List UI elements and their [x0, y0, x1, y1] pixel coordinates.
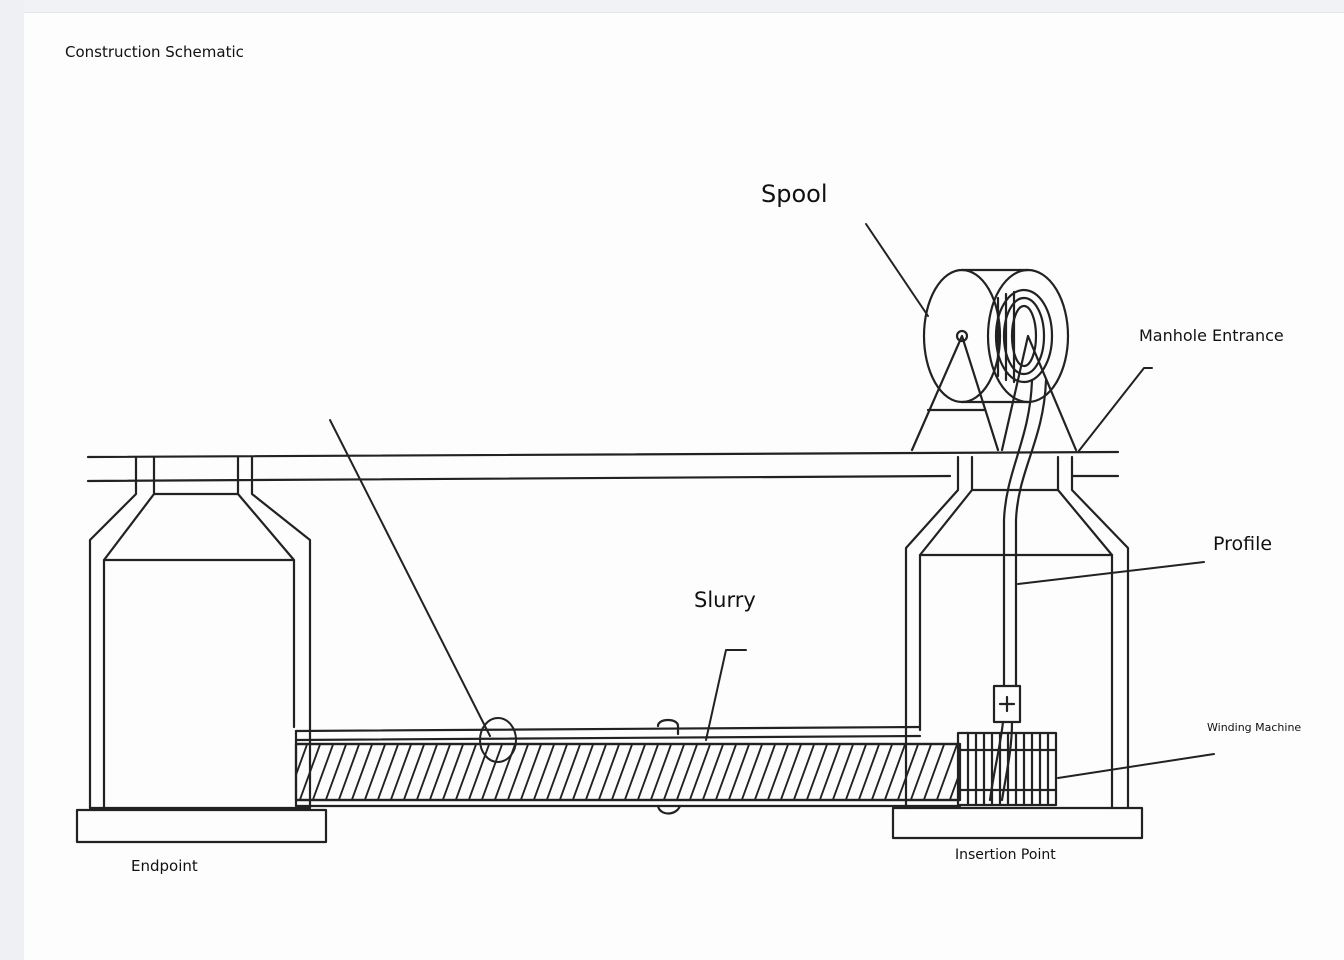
ground-surface	[86, 450, 1120, 483]
liner-pipe	[294, 718, 962, 815]
left-edge-strip	[0, 0, 24, 960]
top-edge-strip	[24, 0, 1344, 13]
leader-lines	[329, 223, 1215, 779]
spool	[910, 268, 1078, 452]
profile-strip	[988, 378, 1048, 802]
winding-machine-label: Winding Machine	[1207, 721, 1302, 734]
diagram-title: Construction Schematic	[65, 43, 244, 61]
winding-machine	[956, 731, 1058, 807]
profile-label: Profile	[1213, 533, 1273, 555]
spool-label: Spool	[761, 180, 828, 208]
insertion-manhole	[891, 455, 1144, 840]
insertion-point-label: Insertion Point	[955, 847, 1056, 863]
manhole-entrance-label: Manhole Entrance	[1139, 326, 1284, 345]
slurry-label: Slurry	[694, 588, 756, 612]
endpoint-label: Endpoint	[131, 857, 198, 875]
endpoint-manhole	[75, 455, 328, 844]
